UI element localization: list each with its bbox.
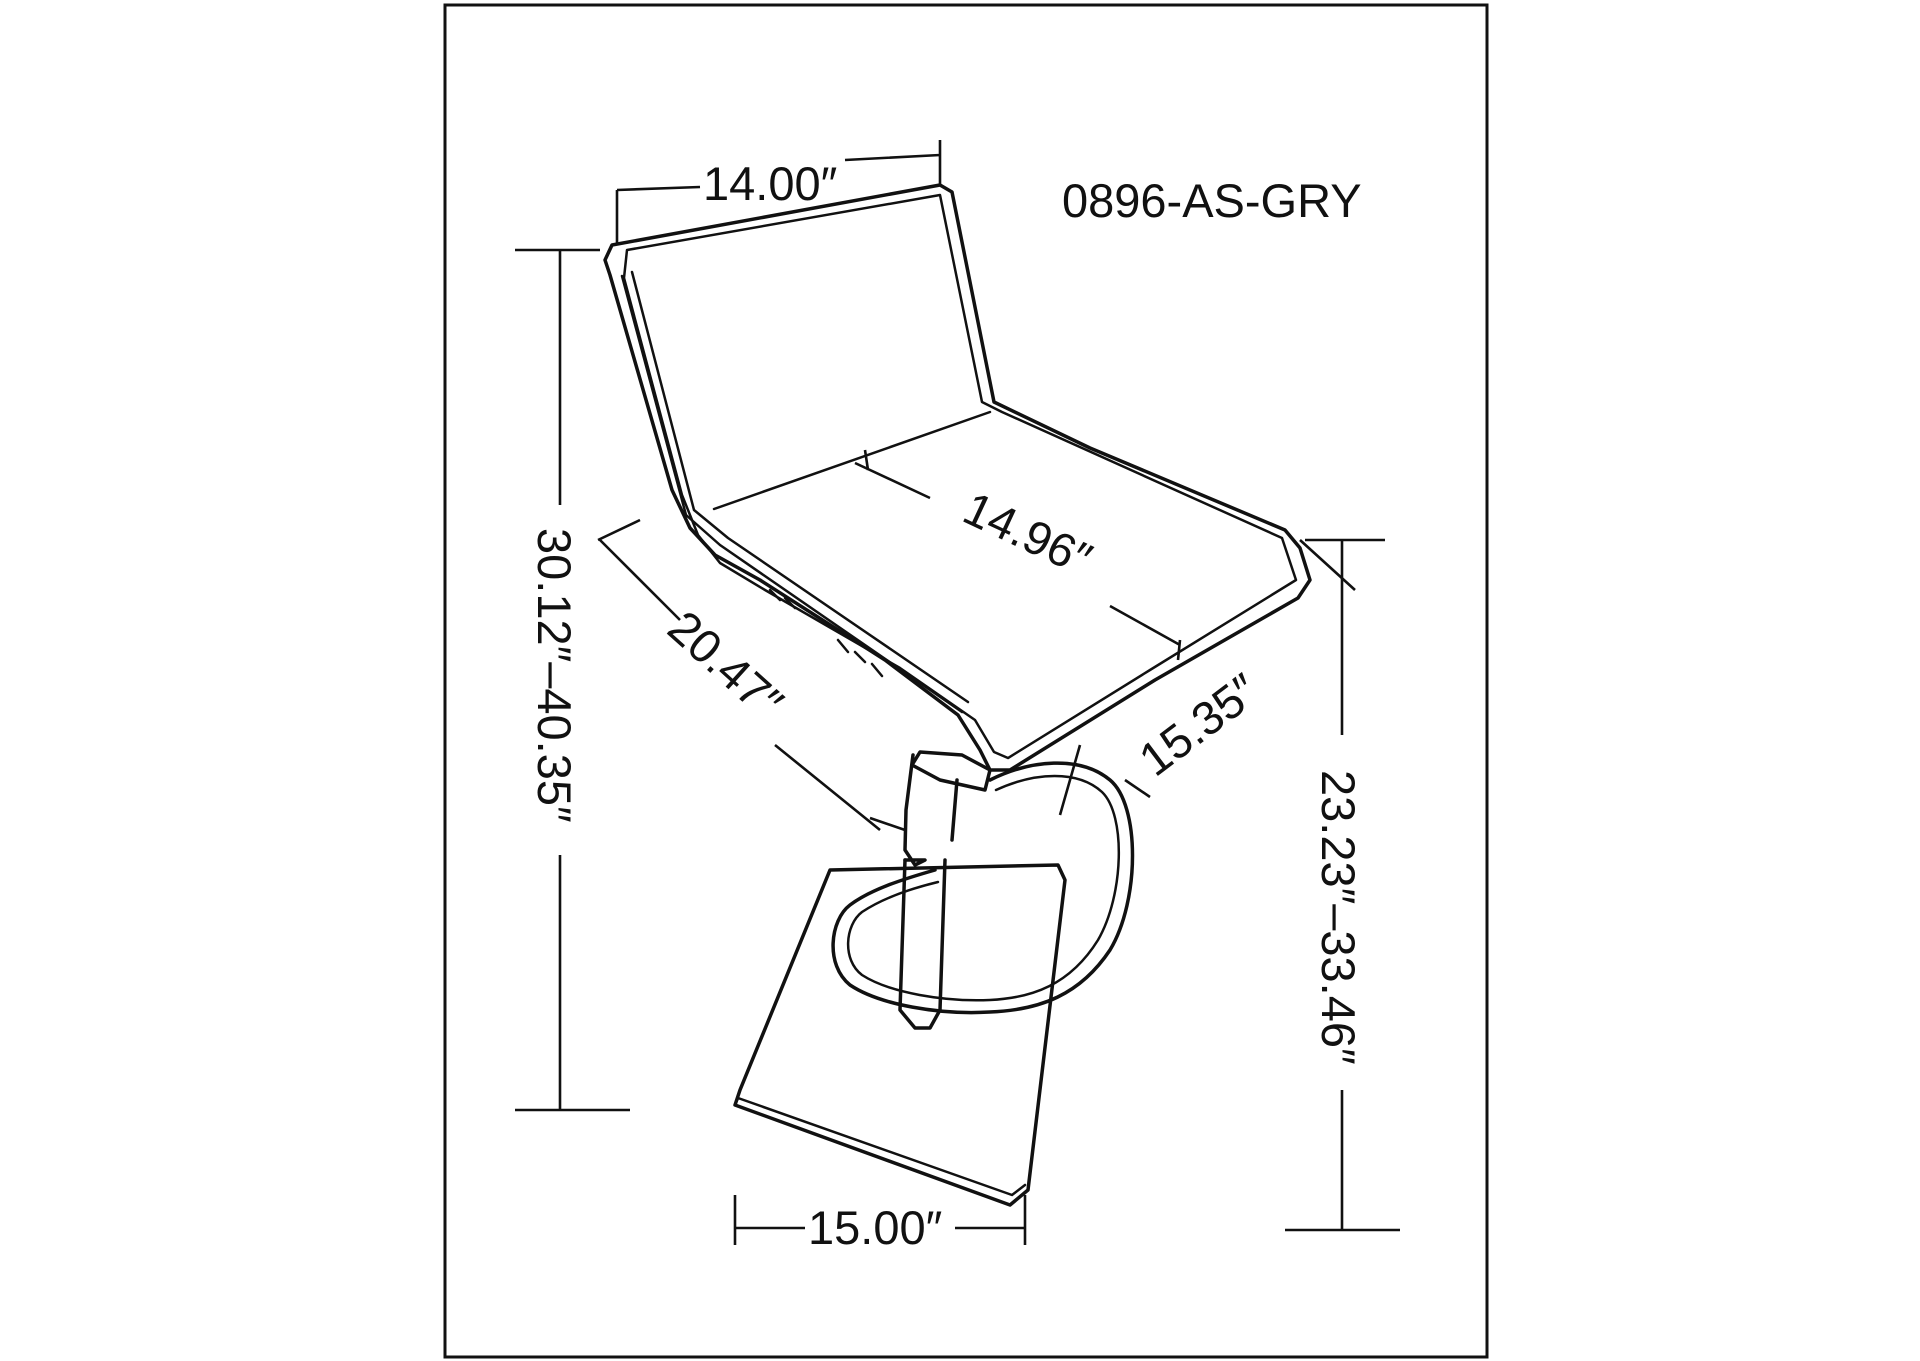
back-rail-1 (620, 274, 964, 714)
base-plate (733, 863, 1067, 1207)
column-lower (898, 858, 947, 1030)
dim-seat-depth-line (1058, 539, 1356, 816)
model-code: 0896-AS-GRY (1062, 174, 1362, 227)
label-overall-height: 30.12″–40.35″ (528, 528, 581, 823)
footrest-ring-inner (846, 774, 1121, 1002)
dim-back-width-line (615, 140, 942, 245)
label-seat-width: 14.96″ (956, 481, 1100, 586)
column (903, 753, 959, 867)
label-back-height: 20.47″ (658, 600, 793, 729)
stool-illustration (603, 183, 1312, 1207)
dim-seat-width-line (854, 449, 1182, 661)
rail-hatch (768, 588, 884, 678)
column-collar (910, 750, 992, 792)
footrest-ring (831, 761, 1135, 1015)
dim-overall-height-line (515, 248, 630, 1112)
back-rail-2 (630, 270, 970, 704)
backrest-outline (603, 183, 1312, 772)
label-seat-height: 23.23″–33.46″ (1312, 770, 1365, 1065)
seat-edge (712, 410, 992, 511)
dim-seat-height-line (1285, 538, 1400, 1232)
dim-back-height-line (597, 518, 906, 832)
base-plate-lip (733, 1096, 1027, 1197)
drawing-frame (443, 3, 1489, 1359)
dimension-lines (515, 140, 1400, 1245)
label-base-width: 15.00″ (808, 1201, 942, 1254)
dim-base-width-line (733, 1195, 1027, 1245)
label-back-width: 14.00″ (703, 157, 837, 210)
